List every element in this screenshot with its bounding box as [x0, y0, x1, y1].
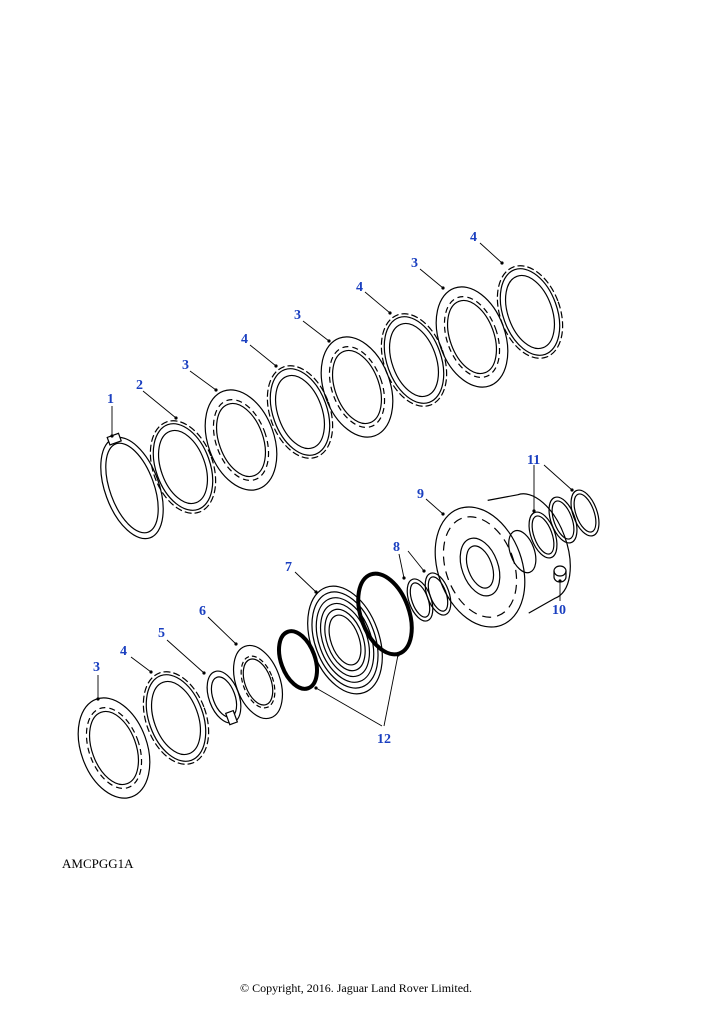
parts-layer [77, 265, 600, 799]
clutch-housing-9 [434, 493, 571, 628]
friction-plate-4c [496, 265, 564, 359]
callout-4: 4 [120, 644, 127, 659]
callout-7: 7 [285, 560, 292, 575]
callout-6: 6 [199, 604, 206, 619]
callout-3: 3 [294, 308, 301, 323]
friction-plate-2 [149, 420, 217, 514]
steel-plate-3d [77, 697, 151, 799]
callout-labels: 1 2 3 4 3 4 3 4 9 11 8 7 10 6 5 4 3 12 [93, 230, 566, 747]
callout-4: 4 [356, 280, 363, 295]
drawing-code: AMCPGG1A [62, 856, 134, 871]
seal-ring-11a [528, 511, 558, 559]
seal-ring-11b [548, 496, 578, 544]
callout-11: 11 [527, 453, 540, 468]
piston-7 [307, 585, 383, 695]
callout-3: 3 [411, 256, 418, 271]
steel-plate-3a [204, 389, 278, 491]
callout-5: 5 [158, 626, 165, 641]
friction-plate-4a [266, 365, 334, 459]
callout-12: 12 [377, 732, 391, 747]
callout-3: 3 [182, 358, 189, 373]
friction-plate-4b [380, 313, 448, 407]
callout-8: 8 [393, 540, 400, 555]
callout-1: 1 [107, 392, 114, 407]
copyright-notice: © Copyright, 2016. Jaguar Land Rover Lim… [239, 981, 473, 995]
callout-10: 10 [552, 603, 566, 618]
leader-lines [96, 242, 574, 727]
seal-12b [356, 571, 414, 657]
callout-4: 4 [470, 230, 477, 245]
callout-9: 9 [417, 487, 424, 502]
friction-plate-4d [142, 671, 210, 765]
callout-2: 2 [136, 378, 143, 393]
steel-plate-3b [320, 336, 394, 438]
seal-ring-11c [570, 489, 600, 537]
callout-3: 3 [93, 660, 100, 675]
callout-4: 4 [241, 332, 248, 347]
seal-ring-8b [424, 572, 452, 616]
seal-ring-8 [406, 578, 434, 622]
